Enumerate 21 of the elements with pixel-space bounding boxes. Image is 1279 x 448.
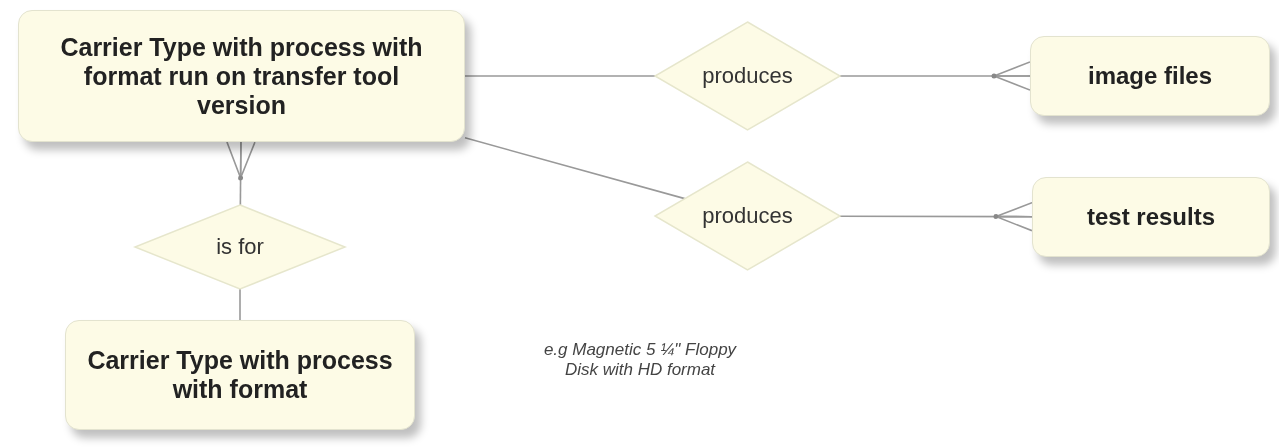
relationship-diamond [135,205,345,289]
connector-line [464,75,656,77]
relationship-diamond [655,22,840,130]
relationship-label: produces [702,203,793,229]
crows-foot-connector [226,141,256,206]
relationship-diamond [655,162,840,270]
crows-foot-connector [838,201,1033,232]
entity-box [65,320,415,430]
entity-box [1030,36,1270,116]
crows-foot-connector [839,61,1031,91]
relationship-label: produces [702,63,793,89]
relationship-label: is for [216,234,264,260]
entity-box [1032,177,1270,257]
connector-line [464,137,686,200]
entity-label: Carrier Type with process with format [86,346,394,404]
entity-label: Carrier Type with process with format run on transfer tool version [59,32,424,120]
entity-label: image files [1087,62,1213,90]
entity-box [18,10,465,142]
note-text: e.g Magnetic 5 ¼" Floppy Disk with HD format [542,340,738,380]
entity-label: test results [1086,203,1216,231]
connector-line [239,288,241,321]
